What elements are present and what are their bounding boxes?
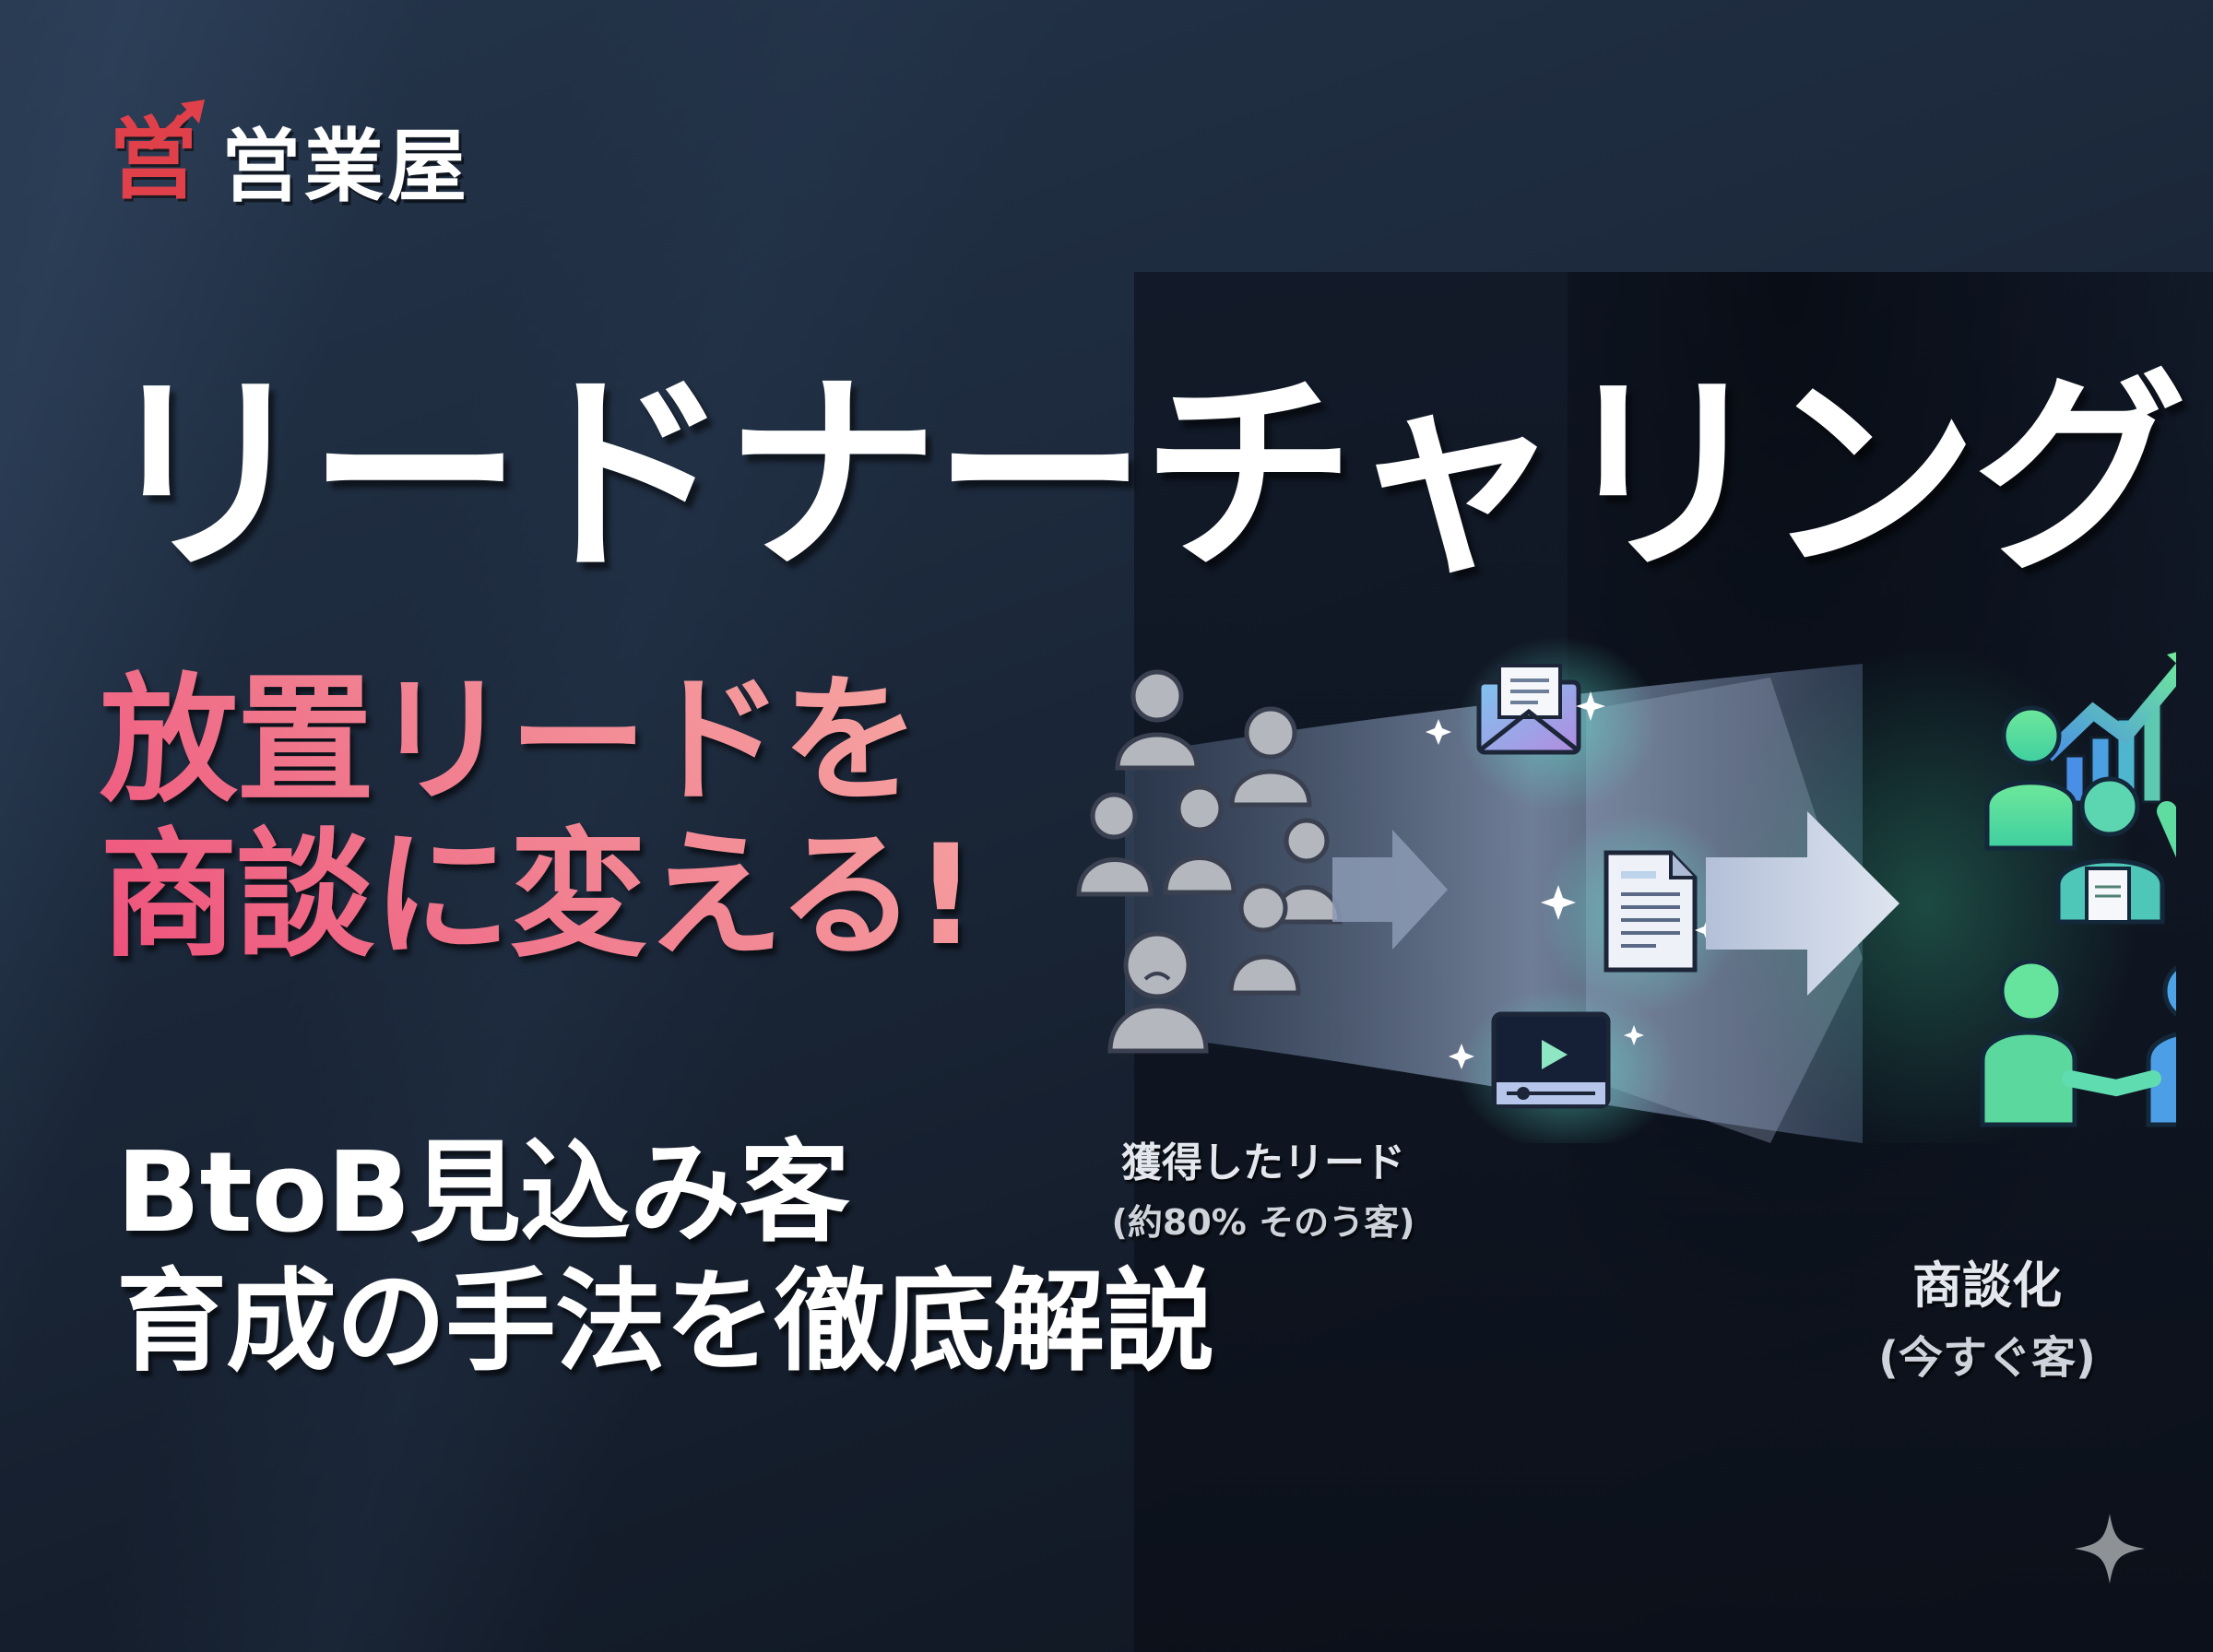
- handshake-icon: [1980, 959, 2176, 1127]
- arrow-right-icon: [1332, 830, 1448, 950]
- document-icon: [1604, 850, 1698, 973]
- growth-arrow-icon: [147, 99, 205, 149]
- nurturing-flow-illustration: [1076, 636, 2176, 1143]
- arrow-right-icon: [1706, 811, 1899, 996]
- deals-caption-subtitle: (今すぐ客): [1878, 1332, 2096, 1384]
- sad-person-icon: [1107, 931, 1209, 1054]
- video-icon: [1491, 1011, 1611, 1109]
- deals-caption: 商談化 (今すぐ客): [1853, 1245, 2121, 1386]
- brand-logo: 営 営業屋: [109, 99, 470, 217]
- thinking-customer-icon: [1984, 705, 2077, 851]
- subtitle-line: 商談に変える!: [100, 816, 976, 976]
- deals-caption-title: 商談化: [1912, 1257, 2062, 1315]
- headline-subtitle: 放置リードを 商談に変える!: [100, 664, 976, 974]
- brand-name: 営業屋: [221, 121, 470, 213]
- customer-with-clipboard-icon: [2055, 776, 2165, 925]
- person-icon: [1163, 785, 1237, 895]
- person-icon: [1115, 669, 1200, 771]
- leads-caption: 獲得したリード (約80% そのう客): [1093, 1129, 1434, 1245]
- leads-caption-title: 獲得したリード: [1121, 1139, 1405, 1186]
- brand-mark-char: 営: [109, 107, 197, 211]
- description-line: BtoB見込み客: [116, 1129, 850, 1257]
- description-line: 育成の手法を徹底解説: [116, 1258, 1214, 1387]
- person-icon: [1076, 792, 1154, 897]
- celebrating-customer-icon: [2157, 801, 2176, 858]
- headline-description: BtoB見込み客 育成の手法を徹底解説: [116, 1129, 1214, 1388]
- page-title: リードナーチャリング: [100, 351, 2187, 600]
- person-icon: [1229, 706, 1312, 808]
- subtitle-line: 放置リードを: [100, 661, 919, 821]
- flow-beam: [1125, 664, 1863, 1143]
- brand-mark: 営: [109, 99, 205, 211]
- email-icon: [1476, 664, 1581, 755]
- person-icon: [1228, 883, 1301, 996]
- leads-caption-subtitle: (約80% そのう客): [1111, 1202, 1415, 1243]
- sparkle-icon: [2075, 1514, 2145, 1584]
